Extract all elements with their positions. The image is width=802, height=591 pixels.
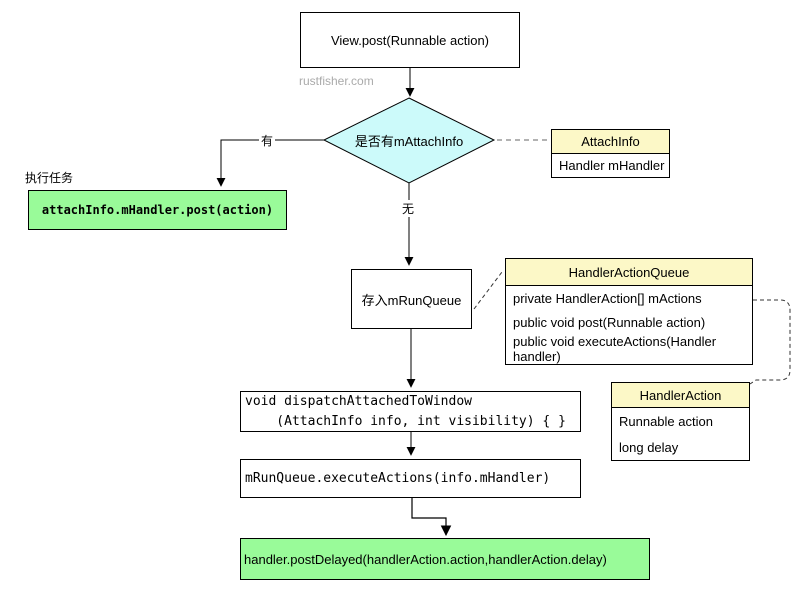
final-action-label: handler.postDelayed(handlerAction.action… [244,551,607,567]
class-handleractionqueue-field: public void executeActions(Handler handl… [513,334,717,364]
start-node: View.post(Runnable action) [300,12,520,68]
dashed-link-queue-to-handleraction [749,299,791,385]
class-handleraction: HandlerAction Runnable action long delay [611,382,750,461]
execute-node: mRunQueue.executeActions(info.mHandler) [240,459,581,498]
watermark-text: rustfisher.com [299,74,374,88]
start-node-label: View.post(Runnable action) [330,32,490,48]
yes-edge-label: 有 [259,132,276,149]
class-handleraction-name: HandlerAction [612,383,749,408]
class-handleractionqueue: HandlerActionQueue private HandlerAction… [505,258,753,365]
store-node-label: 存入mRunQueue [361,292,462,308]
decision-label: 是否有mAttachInfo [354,134,464,149]
class-handleraction-field: long delay [619,439,679,455]
dashed-link-store-to-queue [473,271,503,310]
execute-node-label: mRunQueue.executeActions(info.mHandler) [245,471,551,486]
dispatch-node: void dispatchAttachedToWindow (AttachInf… [240,391,581,432]
dispatch-line1: void dispatchAttachedToWindow [245,393,472,409]
class-handleractionqueue-field: private HandlerAction[] mActions [513,290,702,306]
class-attachinfo-field: Handler mHandler [559,158,665,173]
task-caption: 执行任务 [25,171,74,185]
class-attachinfo-name: AttachInfo [552,130,669,154]
yes-action-node: attachInfo.mHandler.post(action) [28,190,287,230]
arrow-execute-to-final [411,498,452,537]
store-node: 存入mRunQueue [351,269,472,329]
class-handleraction-field: Runnable action [619,413,713,429]
no-edge-label: 无 [400,200,417,217]
class-attachinfo: AttachInfo Handler mHandler [551,129,670,178]
dispatch-line2: (AttachInfo info, int visibility) { } [245,413,566,429]
class-handleractionqueue-name: HandlerActionQueue [506,259,752,286]
class-handleractionqueue-field: public void post(Runnable action) [513,314,706,330]
final-action-node: handler.postDelayed(handlerAction.action… [240,538,650,580]
yes-action-label: attachInfo.mHandler.post(action) [41,203,274,217]
